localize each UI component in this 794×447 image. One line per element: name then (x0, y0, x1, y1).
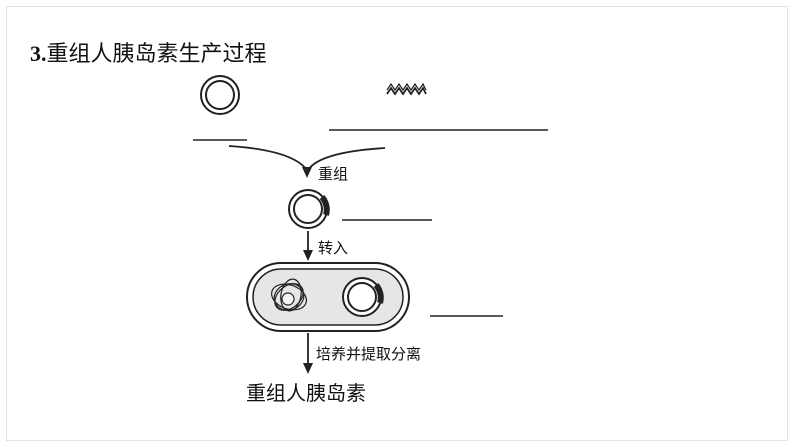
bacterium-icon (246, 262, 410, 332)
plasmid-icon (200, 75, 240, 115)
section-number: 3 (30, 41, 41, 66)
step-transfer-label: 转入 (318, 239, 349, 257)
step-culture-label: 培养并提取分离 (316, 345, 422, 363)
recombinant-plasmid-icon (288, 189, 330, 229)
step-recombine-label: 重组 (318, 165, 349, 183)
bacterium-plasmid-icon (342, 277, 384, 317)
merge-arrow (228, 145, 386, 178)
section-title: 3.重组人胰岛素生产过程 (30, 41, 267, 67)
product-label: 重组人胰岛素 (246, 381, 366, 405)
dna-fragment-icon (386, 82, 427, 96)
section-title-text: 重组人胰岛素生产过程 (46, 42, 267, 67)
chromosome-icon (270, 278, 308, 312)
slide-frame (6, 6, 788, 441)
culture-arrow (303, 333, 313, 374)
transfer-arrow (303, 231, 313, 261)
